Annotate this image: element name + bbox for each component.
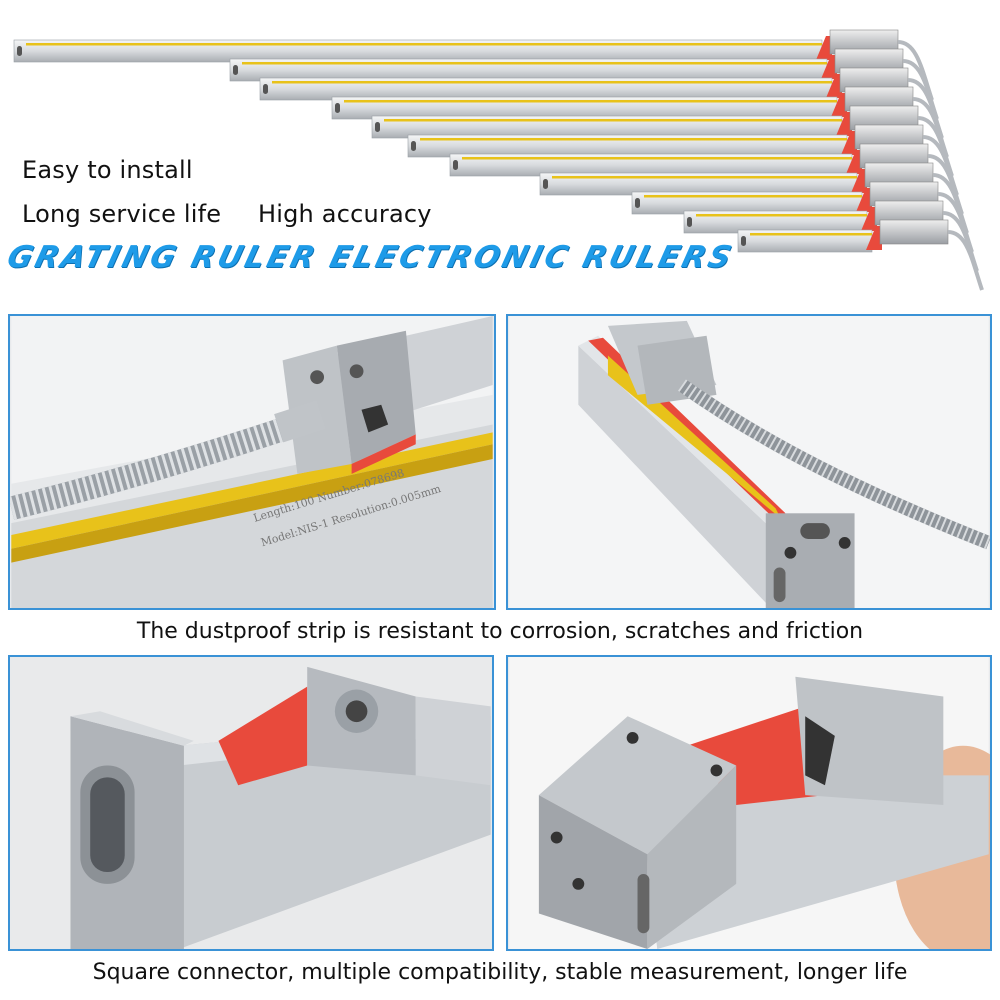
photo-end-cap-closeup xyxy=(8,655,494,951)
feature-easy-install: Easy to install xyxy=(22,156,193,184)
photo-hand-holding-ruler xyxy=(506,655,992,951)
caption-dustproof: The dustproof strip is resistant to corr… xyxy=(136,619,864,644)
feature-accuracy: High accuracy xyxy=(258,200,432,228)
caption-square-connector: Square connector, multiple compatibility… xyxy=(92,960,908,985)
ruler-bar xyxy=(229,48,939,120)
ruler-bar xyxy=(407,124,959,196)
ruler-bar xyxy=(737,219,984,291)
feature-service-life: Long service life xyxy=(22,200,222,228)
product-title: GRATING RULER ELECTRONIC RULERS xyxy=(3,240,738,275)
ruler-lineup-image xyxy=(13,29,984,291)
ruler-bar xyxy=(13,29,934,101)
photo-ruler-end-view xyxy=(506,314,992,610)
photo-reading-head-cable: Length:100 Number:078698 Model:NIS-1 Res… xyxy=(8,314,496,610)
